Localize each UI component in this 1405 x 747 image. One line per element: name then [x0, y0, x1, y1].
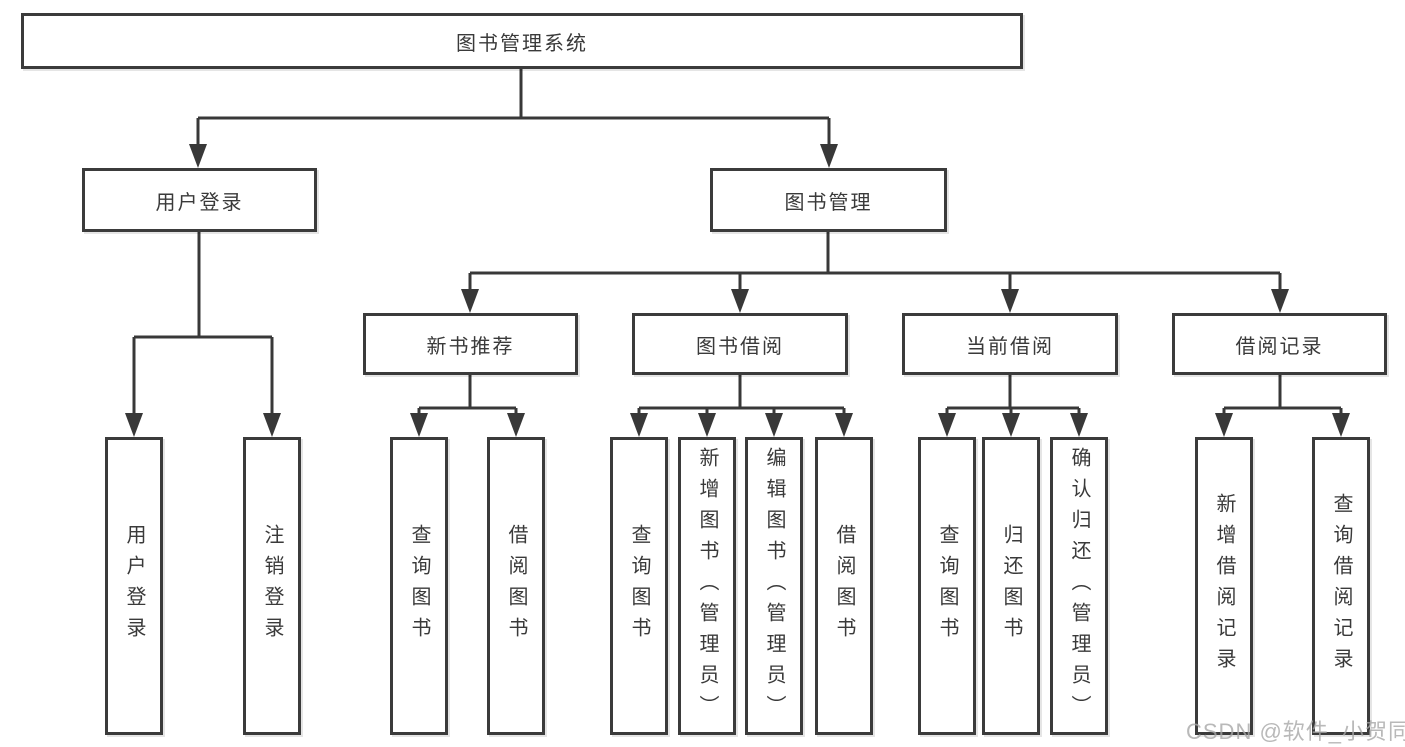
leaf-add-borrow-record-label: 新增借阅记录 [1213, 493, 1235, 679]
leaf-query-books-borrowing-label: 查询图书 [628, 524, 650, 648]
node-new-book-recommend: 新书推荐 [363, 313, 578, 375]
node-new-book-recommend-label: 新书推荐 [426, 335, 515, 358]
leaf-borrow-books-recommend: 借阅图书 [487, 437, 545, 735]
leaf-query-books-current: 查询图书 [918, 437, 976, 735]
leaf-query-borrow-record: 查询借阅记录 [1312, 437, 1370, 735]
leaf-confirm-return-admin: 确认归还（管理员） [1050, 437, 1108, 735]
leaf-user-login: 用户登录 [105, 437, 163, 735]
leaf-query-borrow-record-label: 查询借阅记录 [1330, 493, 1352, 679]
leaf-add-books-admin-label: 新增图书（管理员） [696, 446, 718, 726]
leaf-borrow-books-borrowing-label: 借阅图书 [833, 524, 855, 648]
leaf-edit-books-admin: 编辑图书（管理员） [745, 437, 803, 735]
leaf-add-borrow-record: 新增借阅记录 [1195, 437, 1253, 735]
node-borrowing-records: 借阅记录 [1172, 313, 1387, 375]
leaf-query-books-recommend: 查询图书 [390, 437, 448, 735]
node-current-borrowing-label: 当前借阅 [966, 335, 1054, 358]
leaf-borrow-books-borrowing: 借阅图书 [815, 437, 873, 735]
node-book-management: 图书管理 [710, 168, 947, 232]
leaf-logout-label: 注销登录 [261, 524, 283, 648]
leaf-query-books-current-label: 查询图书 [936, 524, 958, 648]
node-user-login-label: 用户登录 [155, 191, 244, 214]
leaf-logout: 注销登录 [243, 437, 301, 735]
leaf-query-books-recommend-label: 查询图书 [408, 524, 430, 648]
node-book-borrowing-label: 图书借阅 [696, 335, 784, 358]
node-borrowing-records-label: 借阅记录 [1235, 335, 1324, 358]
leaf-edit-books-admin-label: 编辑图书（管理员） [763, 446, 785, 726]
node-current-borrowing: 当前借阅 [902, 313, 1118, 375]
csdn-watermark: CSDN @软件_小贺同学 [1186, 719, 1405, 744]
node-user-login: 用户登录 [82, 168, 317, 232]
leaf-return-books: 归还图书 [982, 437, 1040, 735]
node-root-label: 图书管理系统 [456, 32, 588, 55]
leaf-return-books-label: 归还图书 [1000, 524, 1022, 648]
leaf-confirm-return-admin-label: 确认归还（管理员） [1068, 446, 1090, 726]
node-root: 图书管理系统 [21, 13, 1023, 69]
leaf-query-books-borrowing: 查询图书 [610, 437, 668, 735]
leaf-borrow-books-recommend-label: 借阅图书 [505, 524, 527, 648]
node-book-management-label: 图书管理 [784, 191, 873, 214]
leaf-add-books-admin: 新增图书（管理员） [678, 437, 736, 735]
leaf-user-login-label: 用户登录 [123, 524, 145, 648]
node-book-borrowing: 图书借阅 [632, 313, 848, 375]
